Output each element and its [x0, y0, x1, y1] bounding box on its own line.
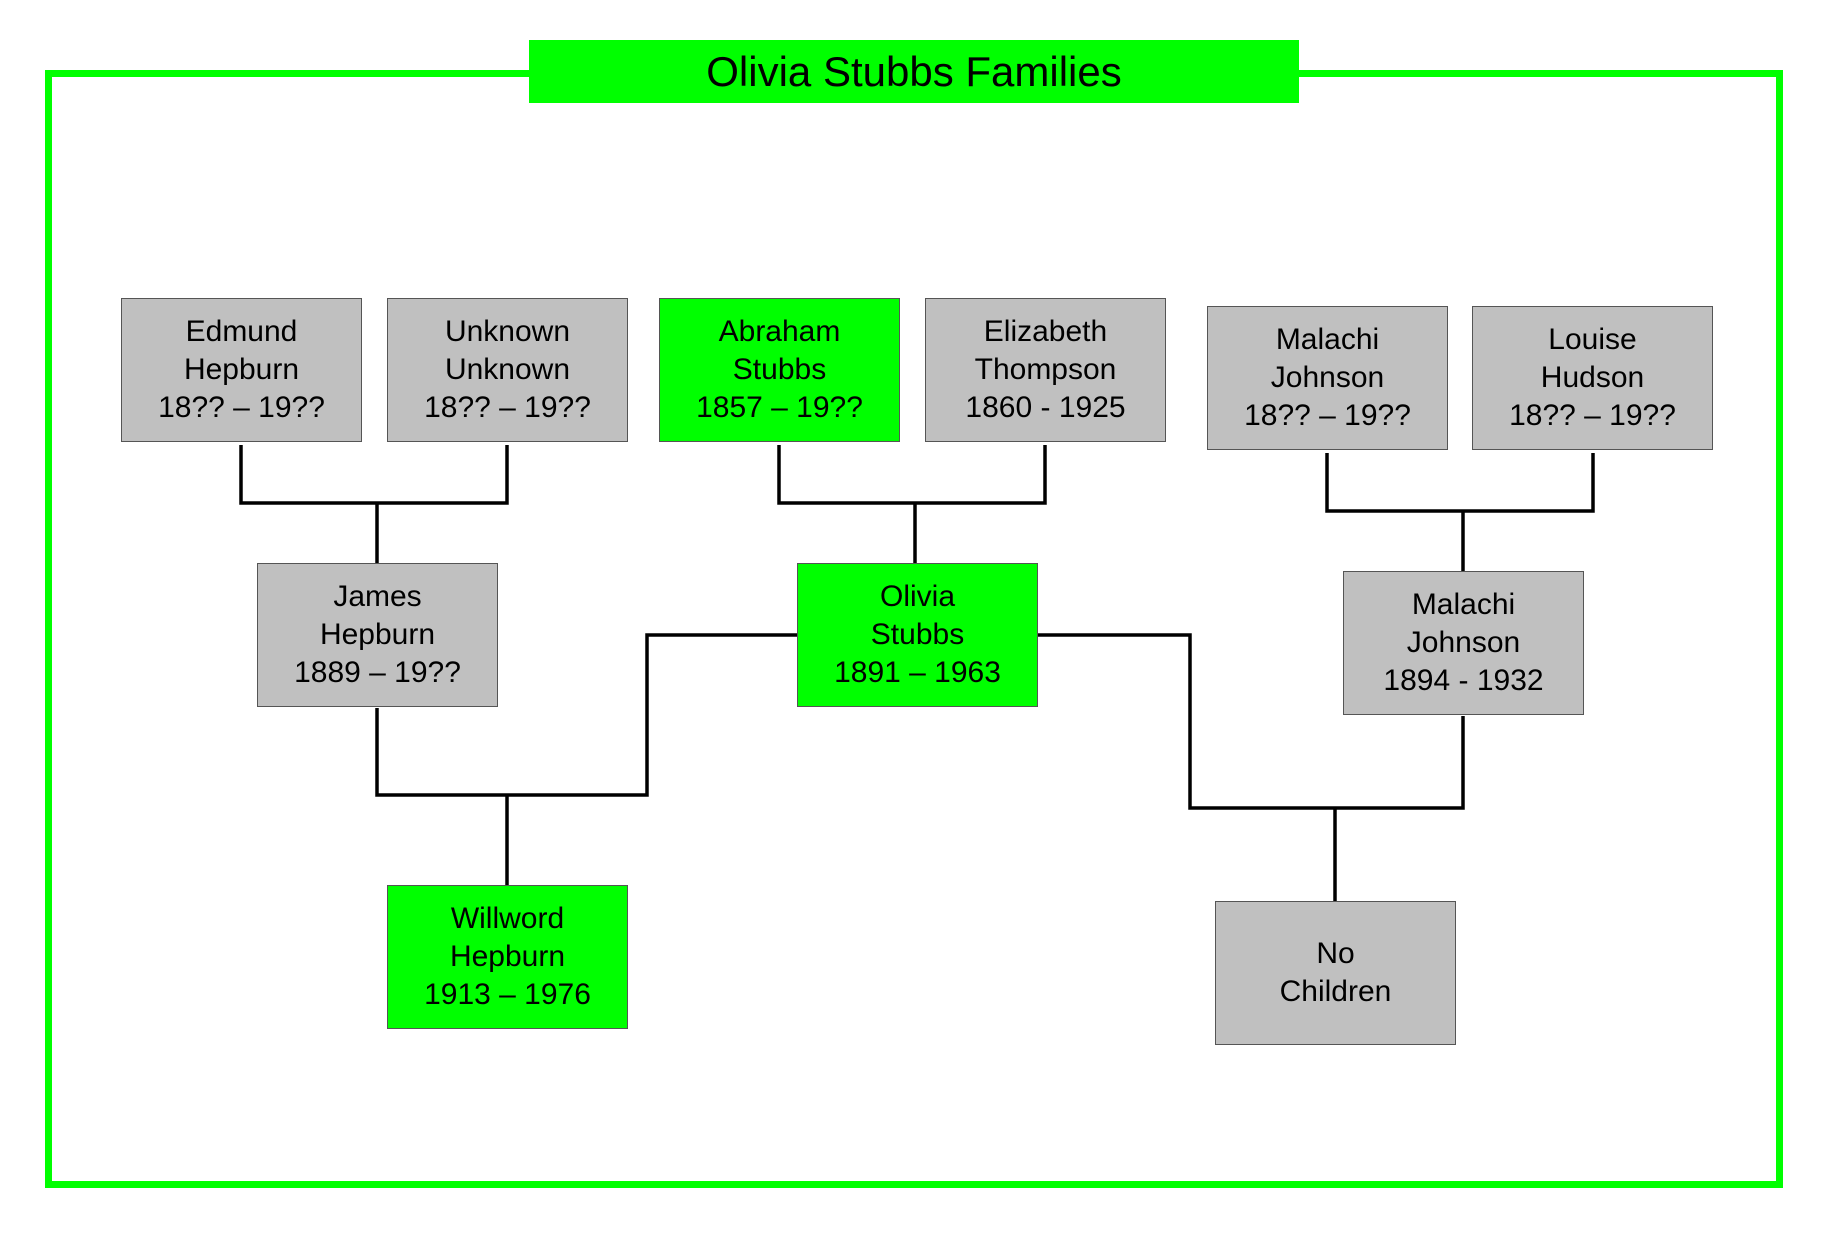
- person-dates: 1857 – 19??: [696, 391, 863, 424]
- person-first-name: Olivia: [879, 580, 955, 613]
- person-dates: 1913 – 1976: [424, 978, 591, 1011]
- person-last-name: Thompson: [974, 353, 1117, 386]
- person-box-malachi-johnson-jr: Malachi Johnson 1894 - 1932: [1343, 571, 1584, 715]
- person-first-name: Malachi: [1411, 588, 1516, 621]
- person-first-name: Malachi: [1275, 323, 1380, 356]
- person-first-name: Abraham: [718, 315, 841, 348]
- person-box-willword-hepburn: Willword Hepburn 1913 – 1976: [387, 885, 628, 1029]
- no-children-line2: Children: [1279, 975, 1392, 1008]
- person-last-name: Hepburn: [449, 940, 566, 973]
- person-box-unknown-unknown: Unknown Unknown 18?? – 19??: [387, 298, 628, 442]
- person-box-edmund-hepburn: Edmund Hepburn 18?? – 19??: [121, 298, 362, 442]
- person-first-name: Unknown: [444, 315, 571, 348]
- person-box-malachi-johnson-sr: Malachi Johnson 18?? – 19??: [1207, 306, 1448, 450]
- person-first-name: Edmund: [185, 315, 298, 348]
- person-first-name: Louise: [1548, 323, 1637, 356]
- person-last-name: Johnson: [1270, 361, 1385, 394]
- person-box-abraham-stubbs: Abraham Stubbs 1857 – 19??: [659, 298, 900, 442]
- person-last-name: Hudson: [1540, 361, 1645, 394]
- person-box-elizabeth-thompson: Elizabeth Thompson 1860 - 1925: [925, 298, 1166, 442]
- person-dates: 18?? – 19??: [158, 391, 325, 424]
- person-box-louise-hudson: Louise Hudson 18?? – 19??: [1472, 306, 1713, 450]
- person-dates: 1860 - 1925: [965, 391, 1126, 424]
- diagram-title: Olivia Stubbs Families: [529, 40, 1299, 103]
- person-dates: 18?? – 19??: [1244, 399, 1411, 432]
- person-last-name: Hepburn: [319, 618, 436, 651]
- person-first-name: James: [333, 580, 422, 613]
- person-last-name: Unknown: [444, 353, 571, 386]
- connector-james-olivia-marriage: [375, 633, 797, 797]
- no-children-line1: No: [1316, 937, 1355, 970]
- person-last-name: Stubbs: [870, 618, 965, 651]
- person-box-james-hepburn: James Hepburn 1889 – 19??: [257, 563, 498, 707]
- connector-johnson-parents: [1325, 453, 1595, 513]
- connector-stubbs-parents: [777, 445, 1047, 505]
- person-dates: 18?? – 19??: [424, 391, 591, 424]
- person-first-name: Elizabeth: [983, 315, 1108, 348]
- person-dates: 1894 - 1932: [1383, 664, 1544, 697]
- person-last-name: Stubbs: [732, 353, 827, 386]
- connector-hepburn-parents: [239, 445, 509, 505]
- person-first-name: Willword: [450, 902, 565, 935]
- person-dates: 1891 – 1963: [834, 656, 1001, 689]
- person-dates: 1889 – 19??: [294, 656, 461, 689]
- no-children-box: No Children: [1215, 901, 1456, 1045]
- person-dates: 18?? – 19??: [1509, 399, 1676, 432]
- connector-olivia-malachi-marriage: [1037, 633, 1465, 810]
- person-last-name: Hepburn: [183, 353, 300, 386]
- person-last-name: Johnson: [1406, 626, 1521, 659]
- person-box-olivia-stubbs: Olivia Stubbs 1891 – 1963: [797, 563, 1038, 707]
